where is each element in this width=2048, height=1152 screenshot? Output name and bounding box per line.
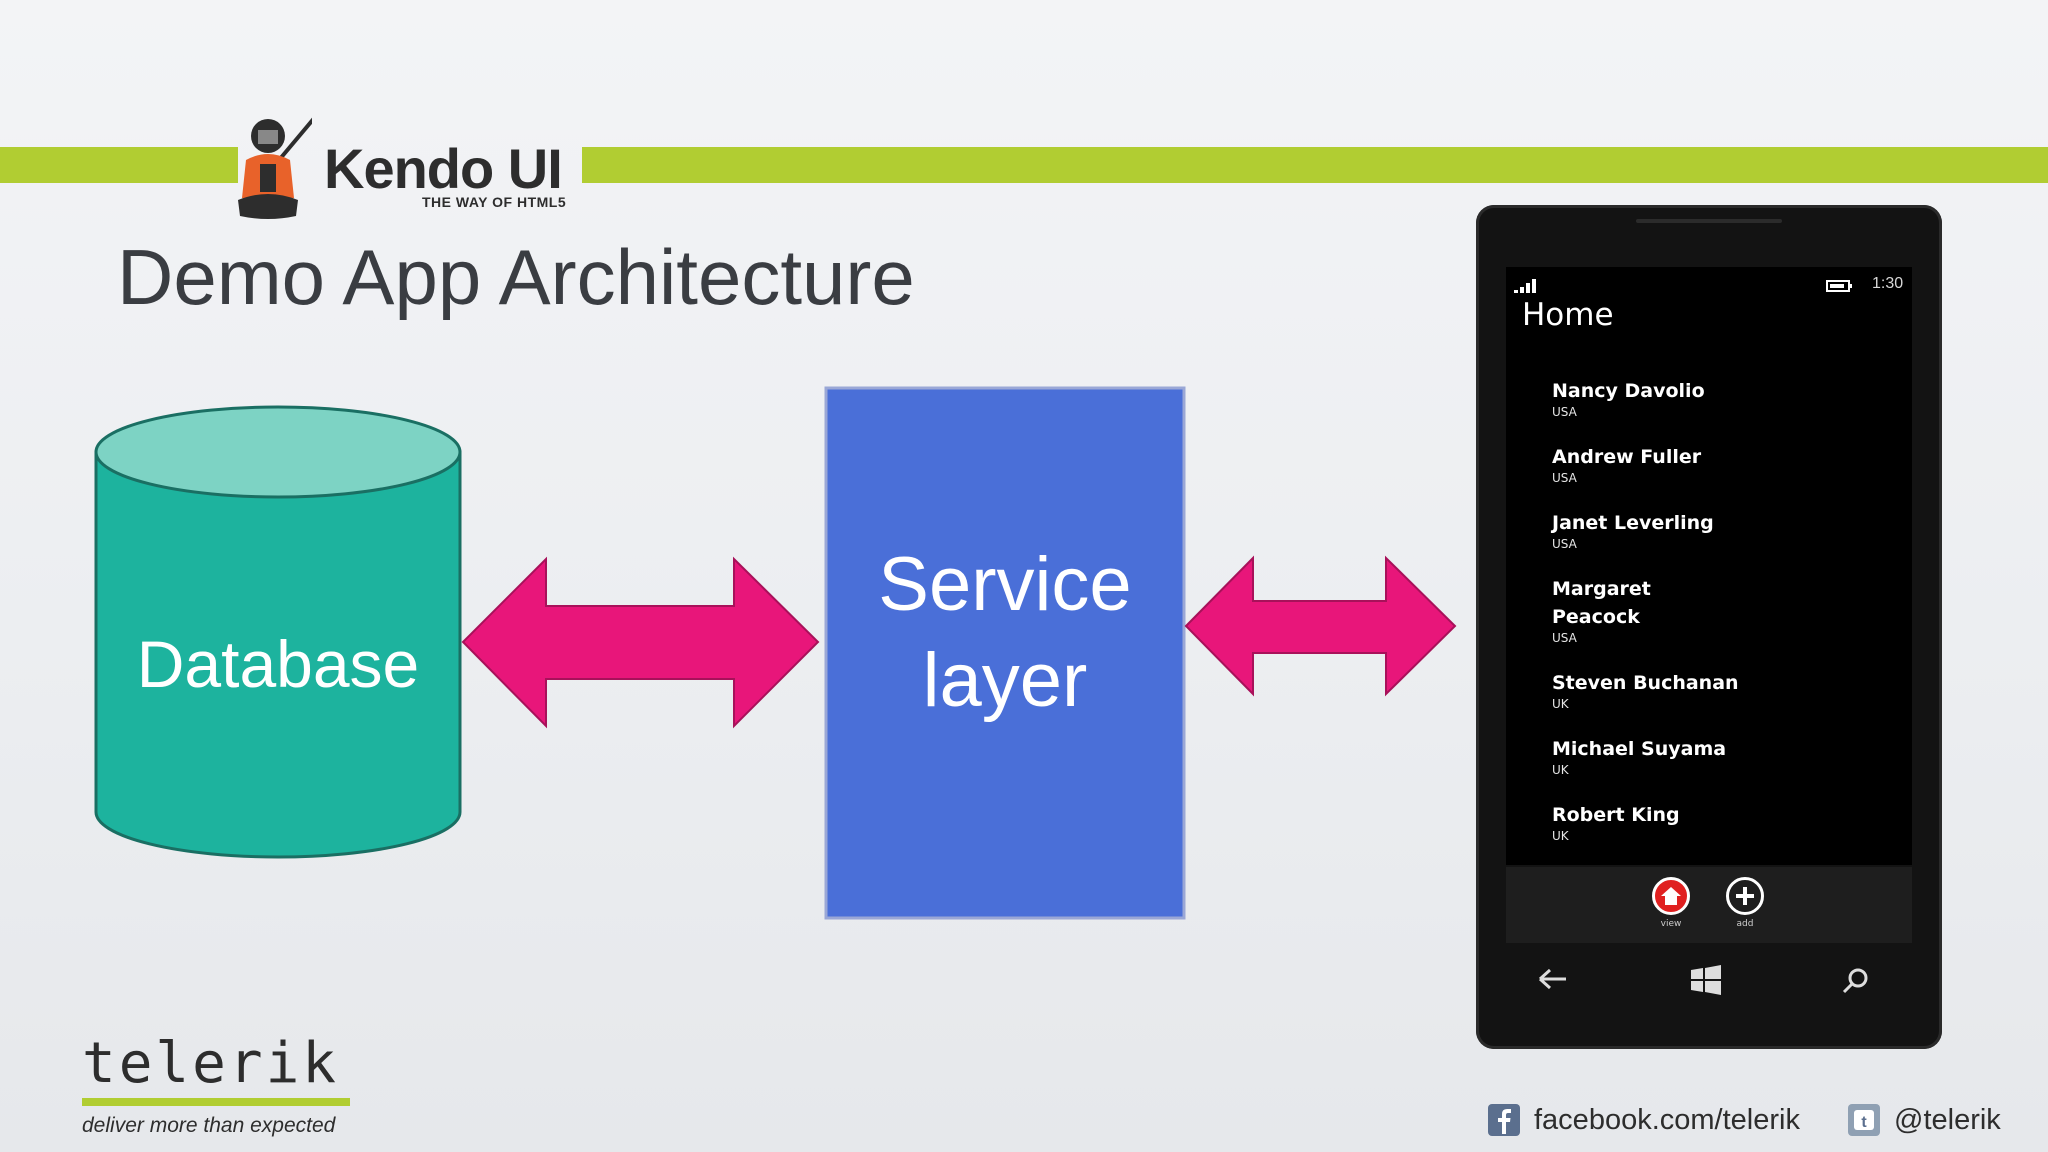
architecture-diagram: Database Service layer (94, 386, 1457, 920)
add-label: add (1736, 919, 1754, 929)
slide-title: Demo App Architecture (117, 233, 915, 321)
service-layer-rect (824, 386, 1186, 920)
header-accent-bar-right (582, 147, 2048, 183)
phone-screen: 1:30 Home Nancy Davolio USA Andrew Fulle… (1506, 267, 1912, 865)
contact-country: USA (1552, 405, 1577, 419)
battery-icon (1826, 280, 1852, 292)
plus-icon (1726, 877, 1764, 915)
service-label-line2: layer (923, 638, 1088, 723)
service-client-double-arrow (1184, 555, 1457, 697)
list-item[interactable]: Nancy Davolio USA (1552, 377, 1892, 419)
contact-name: Robert King (1552, 804, 1680, 826)
phone-speaker (1636, 219, 1782, 223)
list-item[interactable]: Steven Buchanan UK (1552, 669, 1892, 711)
service-label-line1: Service (878, 542, 1131, 627)
facebook-link[interactable]: facebook.com/telerik (1488, 1100, 1800, 1140)
app-bar: view add (1506, 867, 1912, 943)
signal-icon (1514, 279, 1536, 293)
facebook-icon (1488, 1104, 1520, 1136)
database-cylinder: Database (94, 405, 462, 859)
windows-phone-device: 1:30 Home Nancy Davolio USA Andrew Fulle… (1476, 205, 1942, 1049)
windows-icon[interactable] (1690, 965, 1722, 995)
database-label: Database (137, 627, 420, 701)
facebook-handle: facebook.com/telerik (1534, 1103, 1800, 1136)
status-clock: 1:30 (1872, 275, 1904, 292)
kendo-ui-logo: Kendo UI THE WAY OF HTML5 (232, 108, 582, 220)
contact-name: Steven Buchanan (1552, 672, 1739, 694)
contact-name: Janet Leverling (1552, 512, 1714, 534)
search-icon[interactable] (1842, 967, 1870, 995)
contact-country: UK (1552, 829, 1569, 843)
list-item[interactable]: Andrew Fuller USA (1552, 443, 1892, 485)
twitter-link[interactable]: t @telerik (1848, 1100, 2001, 1140)
telerik-tagline: deliver more than expected (82, 1114, 336, 1137)
add-button[interactable]: add (1720, 877, 1770, 929)
view-label: view (1660, 919, 1682, 929)
contact-name: Andrew Fuller (1552, 446, 1702, 468)
contact-list: Nancy Davolio USA Andrew Fuller USA Jane… (1552, 377, 1892, 865)
contact-country: UK (1552, 697, 1569, 711)
kendo-title: Kendo UI (324, 137, 563, 200)
database-top (94, 405, 462, 499)
contact-name: Michael Suyama (1552, 738, 1727, 760)
screen-title: Home (1522, 297, 1614, 333)
kendo-ninja-icon (238, 117, 312, 219)
home-icon (1652, 877, 1690, 915)
contact-country: USA (1552, 537, 1577, 551)
telerik-logo: telerik deliver more than expected (82, 1036, 350, 1138)
list-item[interactable]: Michael Suyama UK (1552, 735, 1892, 777)
view-button[interactable]: view (1646, 877, 1696, 929)
service-layer-box: Service layer (824, 386, 1186, 920)
twitter-icon: t (1848, 1104, 1880, 1136)
list-item[interactable]: Janet Leverling USA (1552, 509, 1892, 551)
twitter-handle: @telerik (1894, 1103, 2001, 1136)
header-accent-bar-left (0, 147, 238, 183)
contact-country: USA (1552, 631, 1577, 645)
svg-text:t: t (1861, 1114, 1867, 1131)
contact-name: Margaret Peacock (1552, 578, 1651, 628)
telerik-wordmark: telerik (82, 1031, 340, 1096)
telerik-accent-stripe (82, 1098, 350, 1106)
db-service-double-arrow (461, 556, 820, 729)
contact-country: UK (1552, 763, 1569, 777)
list-item[interactable]: Robert King UK (1552, 801, 1892, 843)
contact-country: USA (1552, 471, 1577, 485)
list-item[interactable]: Margaret Peacock USA (1552, 575, 1662, 645)
back-arrow-icon[interactable] (1538, 967, 1568, 991)
database-body (94, 450, 462, 859)
kendo-subtitle: THE WAY OF HTML5 (422, 194, 567, 210)
contact-name: Nancy Davolio (1552, 380, 1705, 402)
